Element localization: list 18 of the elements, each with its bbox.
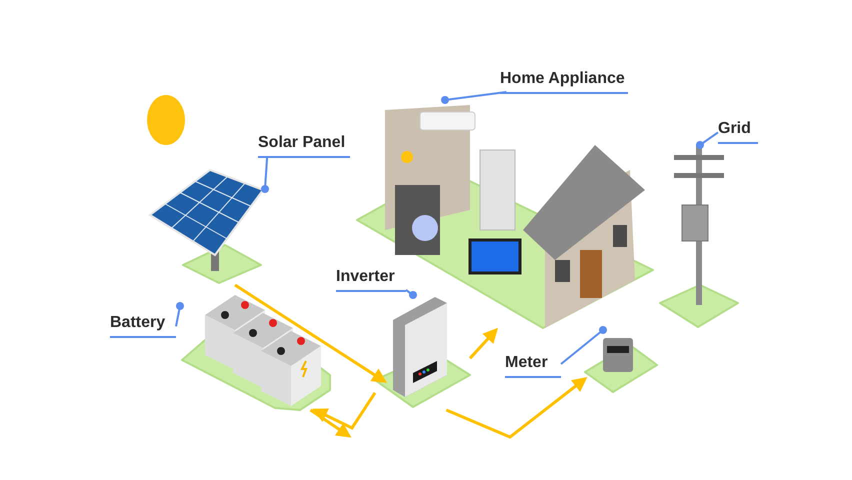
- inverter-drawing: [375, 295, 470, 410]
- component-label: Home Appliance: [500, 68, 628, 94]
- sun-drawing: [147, 95, 185, 145]
- component-label: Solar Panel: [258, 132, 350, 158]
- flow-arrow: [310, 408, 352, 438]
- flow-arrow: [234, 284, 388, 383]
- component-label: Meter: [505, 352, 561, 378]
- leader-line: [696, 132, 719, 149]
- flow-arrow: [446, 376, 588, 439]
- leader-line: [441, 91, 507, 104]
- leader-line: [261, 156, 269, 193]
- leader-line: [560, 326, 607, 365]
- component-label: Inverter: [336, 266, 406, 292]
- component-label: Grid: [718, 118, 758, 144]
- flow-arrow: [312, 392, 376, 430]
- leader-line: [175, 302, 184, 327]
- component-label: Battery: [110, 312, 176, 338]
- leader-line: [405, 289, 417, 299]
